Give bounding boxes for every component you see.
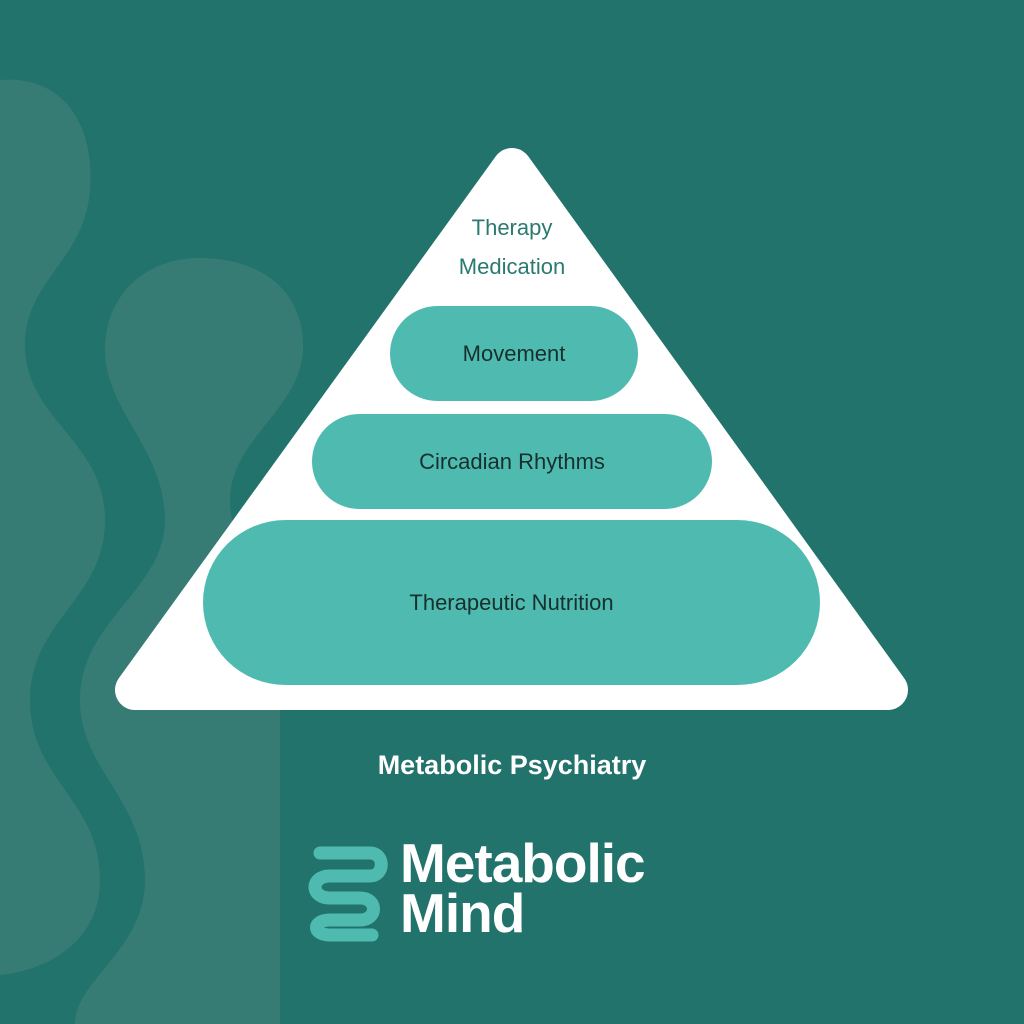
pyramid-level-movement: Movement	[390, 306, 638, 401]
pyramid-top-item-medication: Medication	[458, 254, 566, 279]
logo-line-1: Metabolic	[400, 832, 646, 894]
logo-line-2: Mind	[400, 882, 525, 944]
pyramid-level-therapeutic-nutrition: Therapeutic Nutrition	[203, 520, 820, 685]
caption: Metabolic Psychiatry	[377, 750, 647, 780]
wave-shape-left	[0, 79, 105, 975]
logo-wordmark: Metabolic Mind	[400, 832, 646, 944]
level-label: Circadian Rhythms	[419, 448, 605, 474]
level-label: Therapeutic Nutrition	[409, 589, 614, 615]
metabolic-mind-logo-icon	[308, 846, 388, 942]
pyramid-top-item-therapy: Therapy	[471, 215, 553, 240]
pyramid-level-circadian-rhythms: Circadian Rhythms	[312, 414, 712, 509]
level-label: Movement	[462, 340, 566, 366]
